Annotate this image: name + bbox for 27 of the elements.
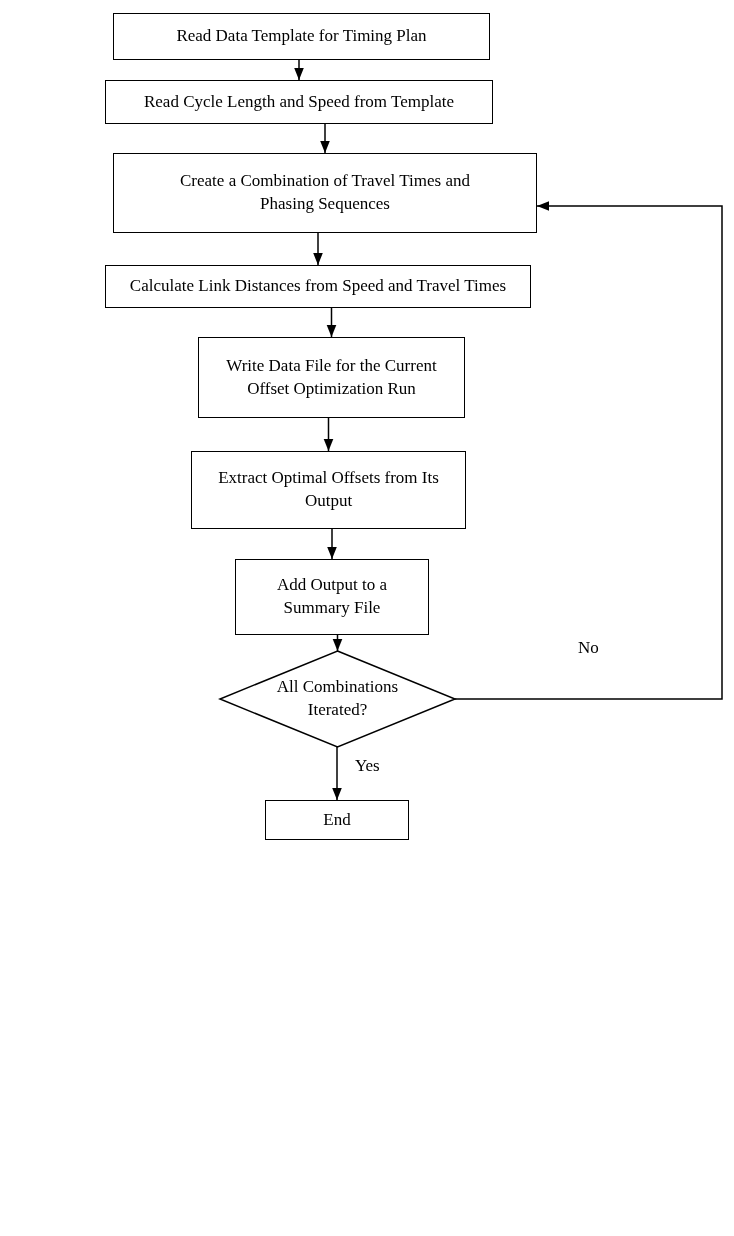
process-box xyxy=(105,265,531,308)
node-text: End xyxy=(323,808,351,831)
process-box xyxy=(191,451,466,529)
decision-diamond xyxy=(218,650,457,748)
node-text: Add Output to a Summary File xyxy=(276,574,388,619)
node-text: Create a Combination of Travel Times and Phasing Sequences xyxy=(179,170,471,215)
process-box xyxy=(235,559,429,635)
process-box xyxy=(113,153,537,233)
node-text: Read Cycle Length and Speed from Template xyxy=(143,90,455,113)
arrow xyxy=(327,528,337,560)
arrow xyxy=(294,59,304,81)
arrow xyxy=(326,307,337,338)
node-text: All Combinations Iterated? xyxy=(275,676,400,721)
node-text: Write Data File for the Current Offset Optimization Run xyxy=(225,354,438,400)
process-box xyxy=(265,800,409,840)
process-box xyxy=(113,13,490,60)
arrow xyxy=(332,634,343,652)
arrow xyxy=(323,417,334,452)
arrow xyxy=(320,123,330,154)
node-text: Read Data Template for Timing Plan xyxy=(176,25,427,48)
process-box xyxy=(198,337,465,418)
arrow xyxy=(454,201,723,700)
node-text: Extract Optimal Offsets from Its Output xyxy=(217,467,440,512)
node-text: Calculate Link Distances from Speed and Travel Times xyxy=(129,275,507,298)
process-box xyxy=(105,80,493,124)
arrow xyxy=(332,746,342,801)
arrow xyxy=(313,232,323,266)
